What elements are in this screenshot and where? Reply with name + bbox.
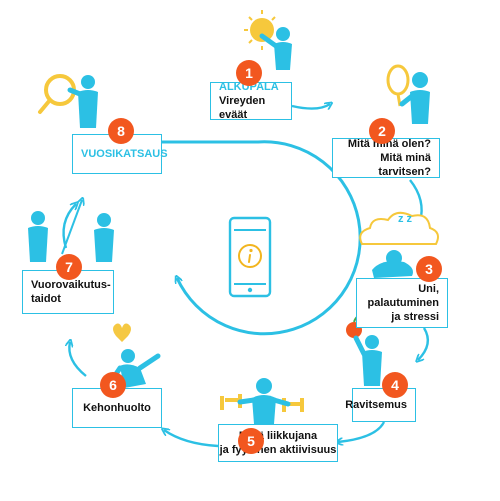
step-7-box: Vuorovaikutus- taidot bbox=[22, 270, 114, 314]
center-cycle-arrow bbox=[162, 140, 362, 336]
info-icon bbox=[238, 244, 262, 268]
step-7-line-2: taidot bbox=[31, 293, 61, 305]
arrow-1-to-2 bbox=[291, 104, 330, 109]
step-1-title: ALKUPALA bbox=[219, 81, 279, 93]
people-icon bbox=[28, 211, 114, 262]
heart-icon bbox=[113, 323, 131, 342]
sun-icon bbox=[244, 10, 276, 50]
person-figure-5 bbox=[237, 378, 291, 424]
person-figure-1 bbox=[259, 27, 292, 70]
step-5-line-2: ja fyysinen aktiivisuus bbox=[219, 444, 337, 456]
arrow-6-to-7 bbox=[69, 342, 87, 377]
step-4-box: Ravitsemus bbox=[345, 388, 416, 422]
person-figure-8 bbox=[67, 75, 98, 128]
cloud-sleep-icon: z z bbox=[359, 211, 439, 245]
svg-text:z z: z z bbox=[398, 213, 413, 225]
step-4-label: Ravitsemus bbox=[345, 399, 407, 411]
person-figure-2 bbox=[399, 72, 430, 124]
step-2-box: Mitä minä olen? Mitä minä tarvitsen? bbox=[332, 138, 440, 178]
person-figure-4 bbox=[353, 335, 382, 386]
step-3-box: Uni, palautuminen ja stressi bbox=[356, 278, 448, 328]
sleeping-person-figure bbox=[372, 250, 413, 278]
step-2-badge: 2 bbox=[369, 118, 395, 144]
step-3-badge: 3 bbox=[416, 256, 442, 282]
magnifier-icon bbox=[38, 74, 76, 114]
arrow-3-to-4 bbox=[418, 327, 430, 360]
arrow-4-to-5 bbox=[338, 421, 386, 442]
step-4-badge: 4 bbox=[382, 372, 408, 398]
step-7-line-1: Vuorovaikutus- bbox=[31, 279, 111, 291]
step-1-badge: 1 bbox=[236, 60, 262, 86]
step-6-label: Kehonhuolto bbox=[83, 402, 151, 414]
step-5-badge: 5 bbox=[238, 428, 264, 454]
step-3-line-2: ja stressi bbox=[391, 311, 439, 323]
step-7-badge: 7 bbox=[56, 254, 82, 280]
step-2-line-2: Mitä minä tarvitsen? bbox=[378, 152, 431, 178]
step-2-line-1: Mitä minä olen? bbox=[347, 138, 431, 150]
step-6-badge: 6 bbox=[100, 372, 126, 398]
step-8-label: VUOSIKATSAUS bbox=[81, 148, 168, 160]
arrow-7-to-8 bbox=[62, 204, 76, 249]
step-1-subtitle: Vireyden eväät bbox=[219, 95, 266, 121]
step-1-box: ALKUPALA Vireyden eväät bbox=[210, 81, 292, 121]
interaction-arrow-up bbox=[61, 200, 82, 255]
step-8-badge: 8 bbox=[108, 118, 134, 144]
step-5-box: Minä liikkujana ja fyysinen aktiivisuus bbox=[218, 424, 338, 462]
step-3-line-1: Uni, palautuminen bbox=[367, 283, 439, 309]
arrow-5-to-6 bbox=[164, 430, 219, 448]
